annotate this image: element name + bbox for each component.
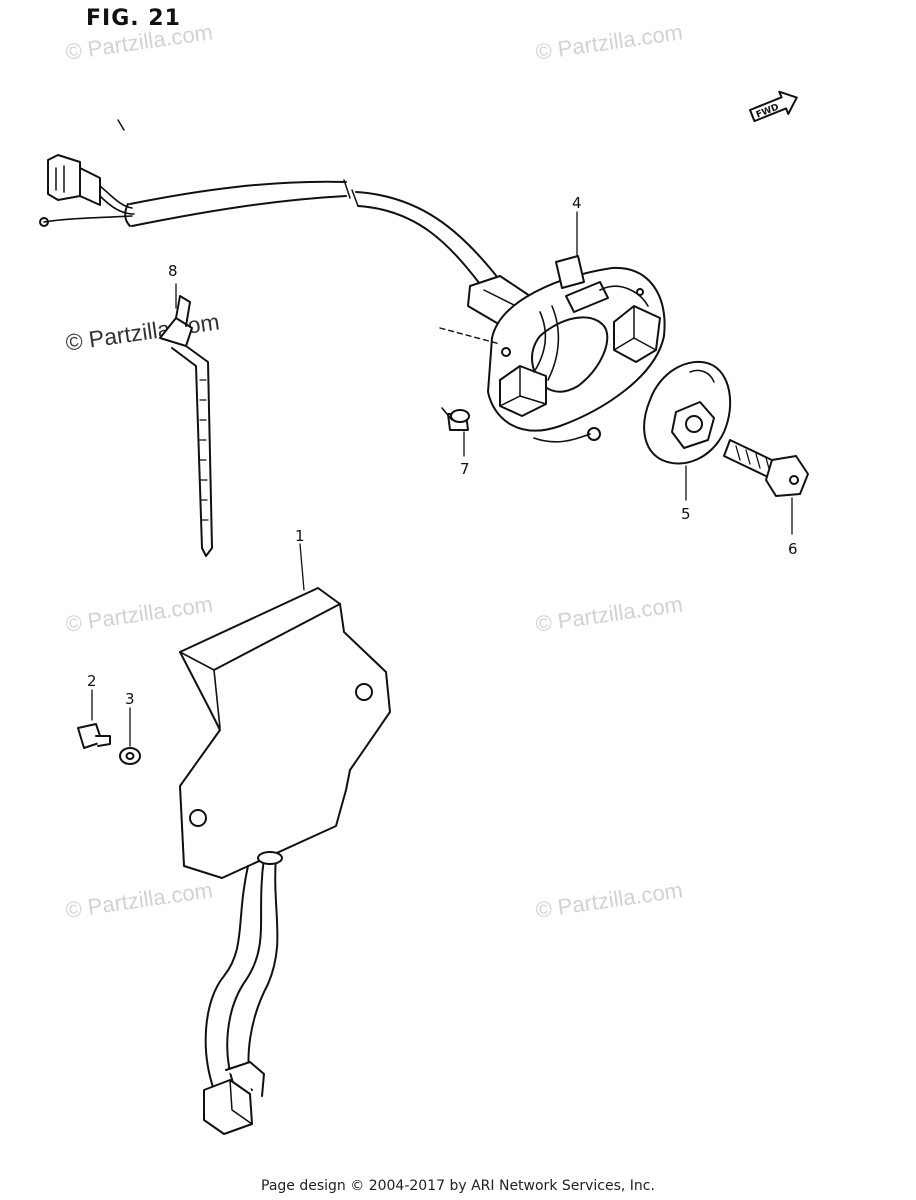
callout-8: 8 (168, 262, 178, 280)
signal-rotor (643, 360, 732, 465)
washer-3 (119, 747, 141, 765)
screw-7 (441, 407, 470, 431)
bolt-6 (723, 439, 809, 497)
callout-3: 3 (125, 690, 135, 708)
cable-tie (159, 295, 213, 557)
callout-4: 4 (572, 194, 582, 212)
pickup-coil-assembly (439, 255, 666, 443)
pickup-wire-harness (39, 154, 537, 327)
figure-title: FIG. 21 (86, 6, 181, 31)
callout-6: 6 (788, 540, 798, 558)
screw-2 (77, 723, 111, 749)
callout-2: 2 (87, 672, 97, 690)
footer-copyright: Page design © 2004-2017 by ARI Network S… (261, 1178, 655, 1194)
fwd-label: FWD (755, 102, 781, 120)
callout-1: 1 (295, 527, 305, 545)
cdi-unit (179, 587, 391, 1135)
callout-7: 7 (460, 460, 470, 478)
fwd-arrow-icon: FWD (749, 90, 798, 123)
callout-5: 5 (681, 505, 691, 523)
